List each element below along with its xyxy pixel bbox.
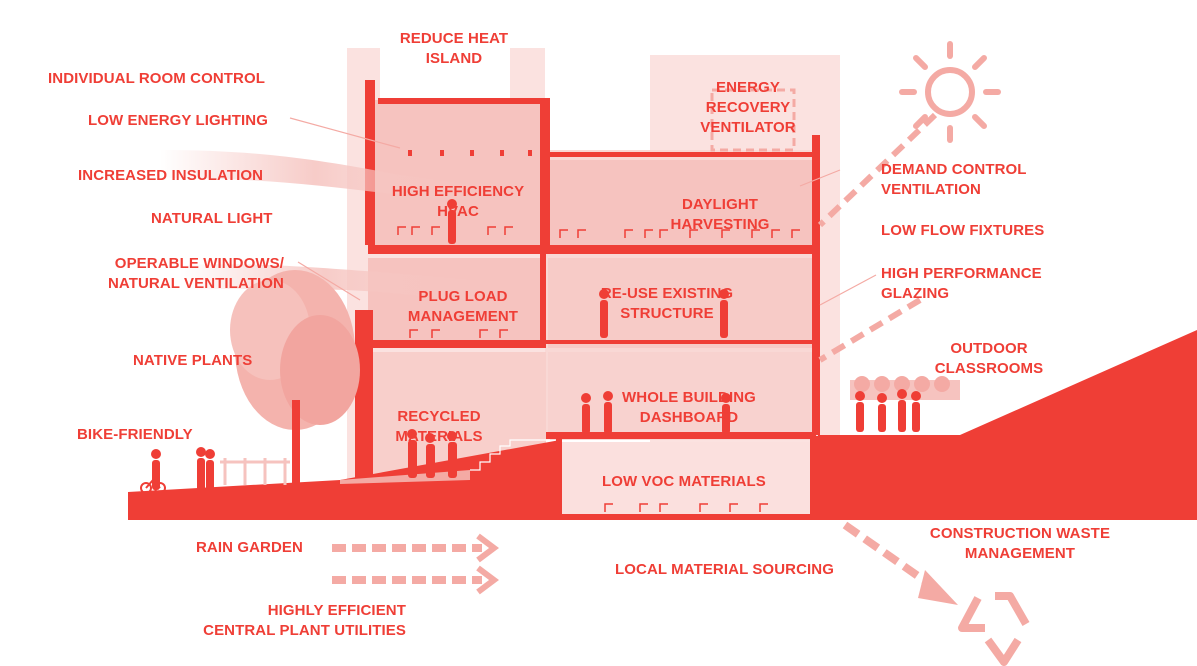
label-low-voc-materials: LOW VOC MATERIALS	[602, 473, 766, 490]
interior-floors	[368, 100, 813, 514]
building-structure	[355, 80, 820, 480]
label-local-material-sourcing: LOCAL MATERIAL SOURCING	[615, 561, 834, 578]
label-operable-windows: OPERABLE WINDOWS/ NATURAL VENTILATION	[107, 255, 284, 292]
label-reduce-heat-island: REDUCE HEAT ISLAND	[399, 30, 509, 67]
leader-lines	[289, 117, 877, 306]
tree-icon	[230, 270, 360, 485]
label-bike-friendly: BIKE-FRIENDLY	[77, 426, 193, 443]
stairs	[470, 439, 550, 471]
label-demand-control-ventilation: DEMAND CONTROL VENTILATION	[881, 161, 1027, 198]
bicycle-icon	[140, 479, 166, 494]
sun-icon	[899, 41, 1001, 143]
label-central-plant-utilities: HIGHLY EFFICIENT CENTRAL PLANT UTILITIES	[203, 602, 406, 639]
label-low-energy-lighting: LOW ENERGY LIGHTING	[88, 112, 268, 129]
label-high-performance-glazing: HIGH PERFORMANCE GLAZING	[881, 265, 1042, 302]
label-plug-load-management: PLUG LOAD MANAGEMENT	[407, 288, 519, 325]
fence	[220, 458, 290, 485]
label-construction-waste-management: CONSTRUCTION WASTE MANAGEMENT	[929, 525, 1111, 562]
label-individual-room-control: INDIVIDUAL ROOM CONTROL	[48, 70, 266, 87]
label-daylight-harvesting: DAYLIGHT HARVESTING	[670, 196, 770, 233]
label-low-flow-fixtures: LOW FLOW FIXTURES	[881, 222, 1045, 239]
label-native-plants: NATIVE PLANTS	[133, 352, 253, 369]
sun-ray	[817, 112, 938, 363]
label-rain-garden: RAIN GARDEN	[196, 539, 303, 556]
label-increased-insulation: INCREASED INSULATION	[78, 167, 264, 184]
waste-arrow	[842, 521, 941, 594]
erv-duct-outline	[710, 88, 796, 152]
waste-arrow-head	[918, 570, 958, 605]
label-natural-light: NATURAL LIGHT	[151, 210, 273, 227]
label-whole-building-dashboard: WHOLE BUILDING DASHBOARD	[622, 389, 756, 426]
label-reuse-existing-structure: RE-USE EXISTING STRUCTURE	[600, 285, 734, 322]
arrow-head	[476, 533, 499, 595]
label-recycled-materials: RECYCLED MATERIALS	[395, 408, 483, 445]
people-silhouettes	[151, 199, 921, 491]
label-high-efficiency-hvac: HIGH EFFICIENCY HVAC	[391, 183, 525, 220]
light-fixtures	[408, 150, 532, 156]
label-energy-recovery-ventilator: ENERGY RECOVERY VENTILATOR	[700, 79, 796, 136]
recycle-icon	[958, 592, 1030, 666]
furniture	[397, 226, 800, 512]
flow-arrow	[332, 544, 482, 584]
label-outdoor-classrooms: OUTDOOR CLASSROOMS	[934, 340, 1044, 377]
